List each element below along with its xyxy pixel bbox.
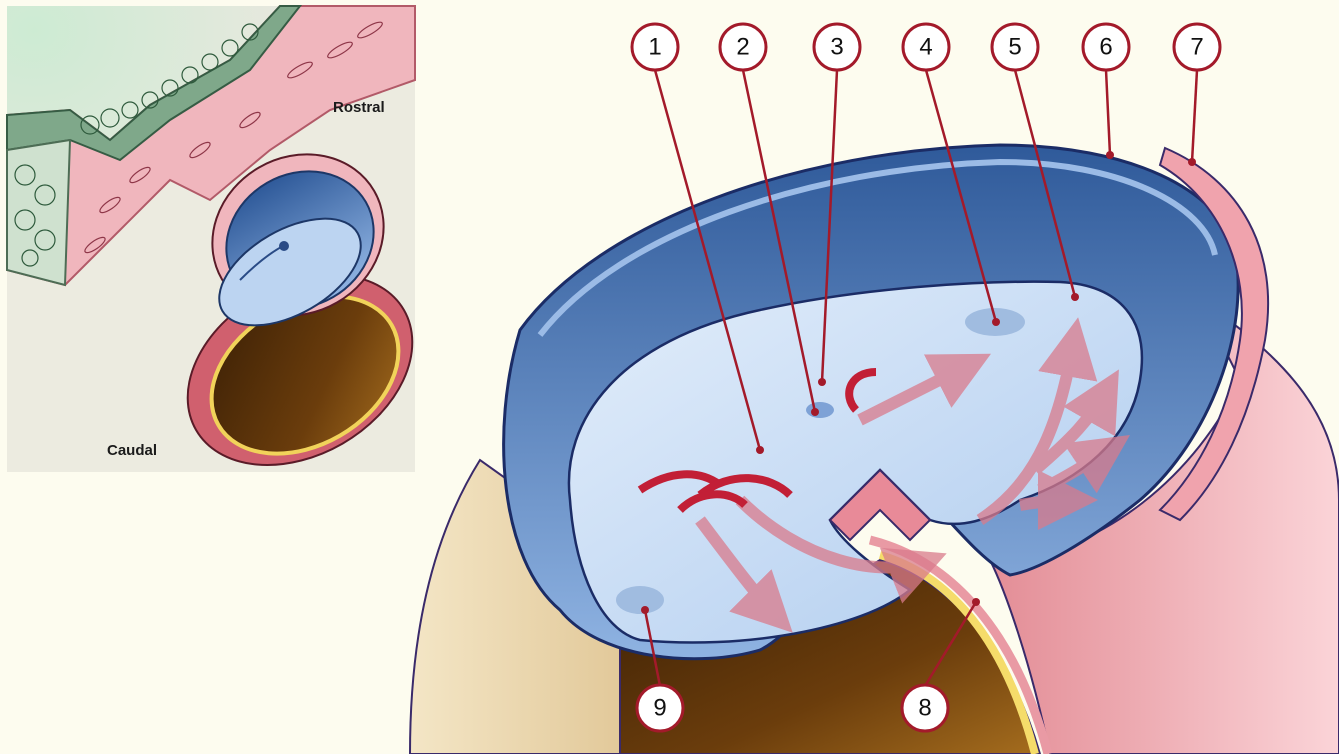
callout-6: 6 [1083,24,1129,70]
callout-9-label: 9 [653,695,666,722]
inset-primitive-node [279,241,289,251]
leader-dot-2 [811,408,819,416]
leader-dot-3 [818,378,826,386]
caudal-label: Caudal [107,442,157,459]
callout-2: 2 [720,24,766,70]
callout-2-label: 2 [736,34,749,61]
leader-dot-5 [1071,293,1079,301]
leader-dot-4 [992,318,1000,326]
callout-7: 7 [1174,24,1220,70]
main-embryo [410,145,1339,754]
callout-4-label: 4 [919,34,932,61]
leader-dot-9 [641,606,649,614]
rostral-label: Rostral [333,99,385,116]
cloacal-membrane [616,586,664,614]
inset-block-face [7,140,70,285]
callout-3-label: 3 [830,34,843,61]
callout-5: 5 [992,24,1038,70]
callout-1-label: 1 [648,34,661,61]
callout-8-label: 8 [918,695,931,722]
callout-4: 4 [903,24,949,70]
callout-8: 8 [902,685,948,731]
leader-dot-8 [972,598,980,606]
primitive-pit [806,402,834,418]
leader-dot-7 [1188,158,1196,166]
callout-6-label: 6 [1099,34,1112,61]
callout-9: 9 [637,685,683,731]
callout-5-label: 5 [1008,34,1021,61]
callout-3: 3 [814,24,860,70]
callout-7-label: 7 [1190,34,1203,61]
leader-dot-1 [756,446,764,454]
leader-line-7 [1192,70,1197,162]
leader-line-6 [1106,70,1110,155]
callout-1: 1 [632,24,678,70]
leader-dot-6 [1106,151,1114,159]
inset-panel: Rostral Caudal [7,6,446,504]
